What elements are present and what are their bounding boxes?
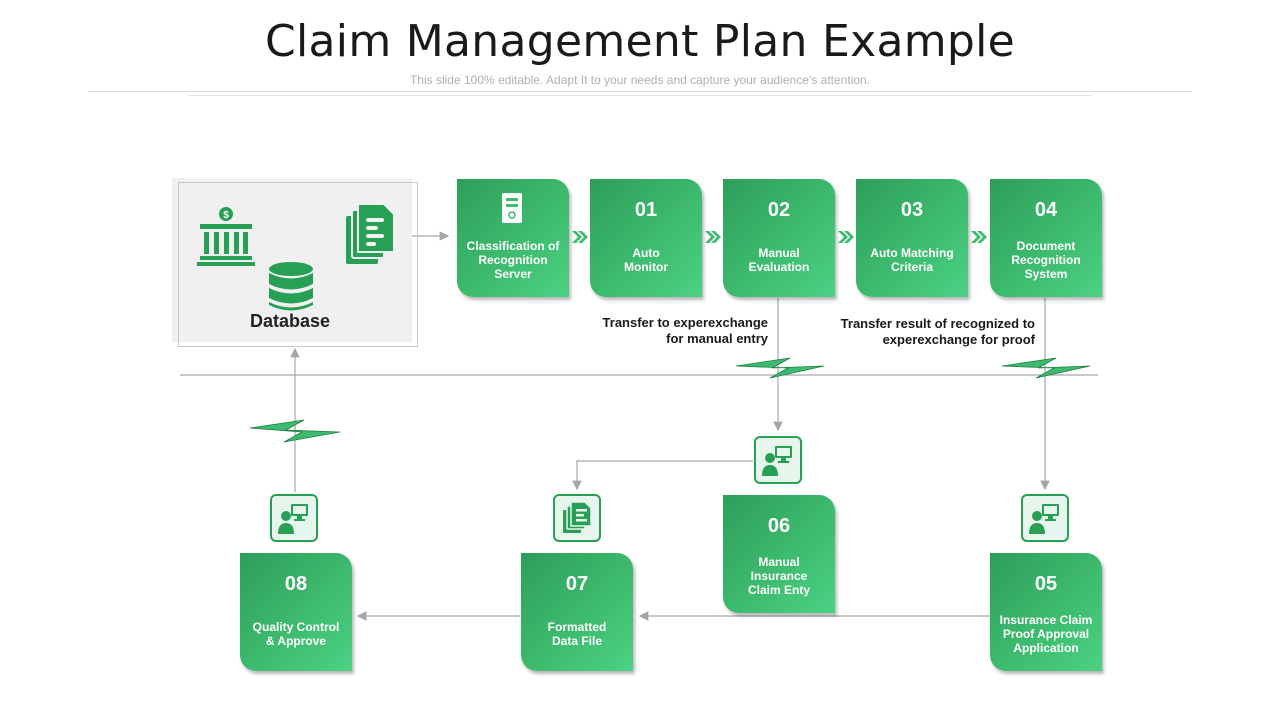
step-label: Classification of Recognition Server <box>466 239 560 281</box>
note-line: experexchange for proof <box>882 332 1035 347</box>
step-06-box: 06 Manual Insurance Claim Enty <box>723 495 835 613</box>
step-02-box: 02 Manual Evaluation <box>723 179 835 297</box>
connector-06-to-07 <box>572 460 753 491</box>
step-number: 05 <box>1034 573 1058 595</box>
step-08-box: 08 Quality Control & Approve <box>240 553 352 671</box>
note-line: Transfer to experexchange <box>602 315 768 330</box>
database-label: Database <box>249 311 331 331</box>
documents-icon-box <box>553 494 601 542</box>
step-number: 02 <box>767 199 791 221</box>
step-label: Manual Insurance Claim Enty <box>747 555 810 597</box>
documents-icon <box>563 502 592 533</box>
step-number: 07 <box>565 573 589 595</box>
lightning-icon <box>735 357 825 379</box>
step-label: Quality Control & Approve <box>252 620 340 648</box>
step-label: Formatted Data File <box>547 620 607 648</box>
step-03-box: 03 Auto Matching Criteria <box>856 179 968 297</box>
step-label: Manual Evaluation <box>748 246 810 274</box>
step-label: Insurance Claim Proof Approval Applicati… <box>999 613 1093 655</box>
user-computer-icon-box <box>270 494 318 542</box>
slide-subtitle: This slide 100% editable. Adapt It to yo… <box>409 73 871 87</box>
step-05-box: 05 Insurance Claim Proof Approval Applic… <box>990 553 1102 671</box>
bank-icon: $ <box>197 207 255 266</box>
server-icon <box>502 193 522 223</box>
user-computer-icon-box <box>754 436 802 484</box>
step-label: Auto Matching Criteria <box>870 246 954 274</box>
user-computer-icon-box <box>1021 494 1069 542</box>
step-04-box: 04 Document Recognition System <box>990 179 1102 297</box>
transfer-proof-note: Transfer result of recognized to experex… <box>790 316 1035 348</box>
step-number: 04 <box>1034 199 1058 221</box>
step-number: 06 <box>767 515 791 537</box>
chevron-right-icon <box>705 231 721 243</box>
user-computer-icon <box>1029 504 1059 534</box>
lightning-icon <box>249 419 341 443</box>
user-computer-icon <box>762 446 792 476</box>
database-icon <box>269 262 313 311</box>
step-label: Document Recognition System <box>1011 239 1081 281</box>
step-number: 08 <box>284 573 308 595</box>
step-classification-box: Classification of Recognition Server <box>457 179 569 297</box>
documents-icon <box>346 204 394 264</box>
svg-text:$: $ <box>223 210 229 221</box>
title-divider <box>88 91 1192 92</box>
database-panel-frame <box>178 182 418 347</box>
step-label: Auto Monitor <box>624 246 668 274</box>
note-line: for manual entry <box>666 331 768 346</box>
chevron-right-icon <box>971 231 987 243</box>
step-number: 03 <box>900 199 924 221</box>
chevron-right-icon <box>572 231 588 243</box>
lightning-icon <box>1001 357 1091 379</box>
chevron-right-icon <box>838 231 854 243</box>
step-number: 01 <box>634 199 658 221</box>
title-divider-secondary <box>188 95 1092 96</box>
step-07-box: 07 Formatted Data File <box>521 553 633 671</box>
note-line: Transfer result of recognized to <box>840 316 1035 331</box>
step-01-box: 01 Auto Monitor <box>590 179 702 297</box>
user-computer-icon <box>278 504 308 534</box>
transfer-manual-note: Transfer to experexchange for manual ent… <box>568 315 768 347</box>
slide-title: Claim Management Plan Example <box>265 16 1015 67</box>
